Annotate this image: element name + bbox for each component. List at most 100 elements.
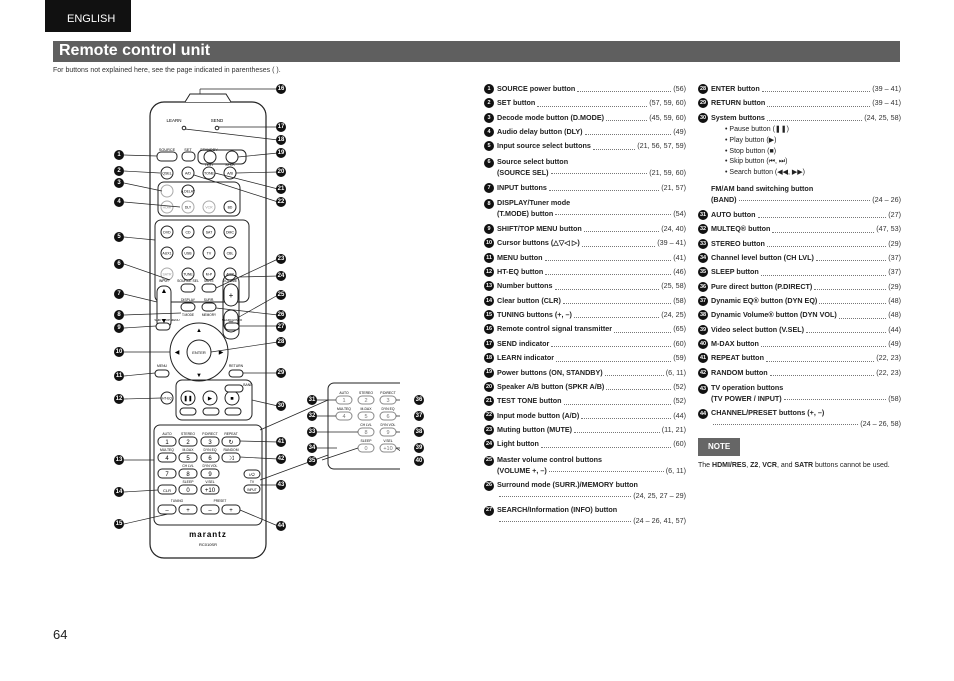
svg-text:SET: SET bbox=[184, 148, 192, 152]
svg-text:A.DELAY: A.DELAY bbox=[181, 190, 196, 194]
svg-text:AUTO: AUTO bbox=[162, 432, 172, 436]
svg-text:+: + bbox=[229, 291, 234, 300]
send-label: SEND bbox=[211, 118, 224, 123]
svg-text:DYN VOL: DYN VOL bbox=[203, 464, 218, 468]
svg-text:TV: TV bbox=[207, 252, 212, 256]
svg-text:RC010SR: RC010SR bbox=[199, 542, 217, 547]
svg-text:8: 8 bbox=[186, 472, 190, 478]
svg-text:–: – bbox=[165, 508, 169, 514]
svg-text:CBL: CBL bbox=[227, 252, 234, 256]
svg-text:▼: ▼ bbox=[161, 318, 168, 325]
callout-15: 15 bbox=[114, 519, 124, 529]
callout-18: 18 bbox=[276, 135, 286, 145]
svg-text:SOURCE: SOURCE bbox=[159, 148, 176, 152]
svg-text:DYN VOL: DYN VOL bbox=[381, 423, 396, 427]
svg-text:REPEAT: REPEAT bbox=[224, 432, 237, 436]
svg-text:8: 8 bbox=[364, 430, 367, 436]
svg-text:TUNE: TUNE bbox=[183, 273, 193, 277]
svg-text:SURR.: SURR. bbox=[204, 298, 215, 302]
svg-text:A/B: A/B bbox=[227, 172, 233, 176]
svg-text:P.DIRECT: P.DIRECT bbox=[202, 432, 217, 436]
callout-2: 2 bbox=[114, 166, 124, 176]
svg-text:MULTEQ: MULTEQ bbox=[337, 407, 351, 411]
callout-36: 36 bbox=[414, 395, 424, 405]
callout-16: 16 bbox=[276, 84, 286, 94]
svg-text:INPUT: INPUT bbox=[247, 488, 257, 492]
callout-40: 40 bbox=[414, 456, 424, 466]
svg-text:9: 9 bbox=[208, 472, 212, 478]
svg-text:RANDOM: RANDOM bbox=[223, 448, 238, 452]
svg-text:6: 6 bbox=[386, 414, 389, 420]
svg-text:P.DIRECT: P.DIRECT bbox=[380, 391, 395, 395]
callout-29: 29 bbox=[276, 368, 286, 378]
svg-text:A/D: A/D bbox=[185, 172, 191, 176]
svg-text:DVD: DVD bbox=[163, 231, 171, 235]
svg-text:SEARCH/INFO: SEARCH/INFO bbox=[222, 318, 243, 322]
svg-text:–: – bbox=[229, 317, 234, 326]
svg-text:+10: +10 bbox=[205, 488, 216, 494]
svg-text:V.SEL: V.SEL bbox=[383, 439, 392, 443]
svg-text:I/⏻: I/⏻ bbox=[249, 472, 255, 477]
note-badge: NOTE bbox=[698, 438, 741, 457]
svg-text:DLY: DLY bbox=[185, 206, 192, 210]
system-sub-item: • Pause button (❚❚) bbox=[725, 126, 789, 134]
on-button bbox=[225, 150, 239, 164]
svg-text:5: 5 bbox=[186, 456, 190, 462]
svg-text:▶: ▶ bbox=[219, 350, 224, 356]
callout-9: 9 bbox=[114, 323, 124, 333]
svg-text:TEST: TEST bbox=[205, 163, 215, 167]
svg-text:SLEEP: SLEEP bbox=[361, 439, 373, 443]
svg-text:+: + bbox=[229, 508, 233, 514]
svg-text:BAND: BAND bbox=[243, 383, 253, 387]
callout-1: 1 bbox=[114, 150, 124, 160]
callout-37: 37 bbox=[414, 411, 424, 421]
callout-31: 31 bbox=[307, 395, 317, 405]
svg-text:CH LVL: CH LVL bbox=[360, 423, 372, 427]
system-sub-item: • Search button (◀◀, ▶▶) bbox=[725, 169, 806, 177]
callout-6: 6 bbox=[114, 259, 124, 269]
callout-8: 8 bbox=[114, 310, 124, 320]
svg-text:5: 5 bbox=[364, 414, 367, 420]
send-led bbox=[214, 125, 220, 131]
svg-text:+: + bbox=[186, 508, 190, 514]
svg-text:DISPLAY: DISPLAY bbox=[181, 298, 196, 302]
intro-text: For buttons not explained here, see the … bbox=[53, 67, 281, 74]
callout-4: 4 bbox=[114, 197, 124, 207]
note-text: The HDMI/RES, Z2, VCR, and SATR buttons … bbox=[698, 462, 890, 470]
svg-text:▲: ▲ bbox=[161, 288, 168, 295]
callout-3: 3 bbox=[114, 178, 124, 188]
svg-text:↻: ↻ bbox=[228, 439, 233, 446]
learn-label: LEARN bbox=[166, 118, 181, 123]
remote-illustration: LEARN SEND SOURCE SET STANDBY TEST SPKR … bbox=[110, 80, 437, 570]
svg-text:MULTEQ: MULTEQ bbox=[160, 448, 174, 452]
svg-text:HDMI: HDMI bbox=[163, 206, 172, 210]
callout-19: 19 bbox=[276, 148, 286, 158]
callout-24: 24 bbox=[276, 271, 286, 281]
svg-text:CD: CD bbox=[185, 231, 191, 235]
svg-text:+10: +10 bbox=[383, 446, 392, 452]
svg-text:QSEL: QSEL bbox=[162, 172, 172, 176]
